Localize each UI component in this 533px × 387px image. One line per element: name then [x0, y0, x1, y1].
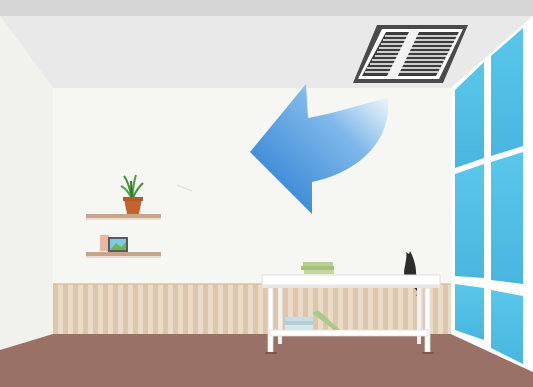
books-icon: [301, 262, 334, 274]
photo-frame-icon: [108, 237, 128, 252]
floor: [0, 334, 533, 387]
shelf-lower: [86, 252, 161, 256]
shelf-lower-shadow: [86, 256, 161, 258]
window-pane-middle-right: [491, 152, 523, 284]
window-pane-middle-left: [455, 164, 484, 278]
shelf-upper-shadow: [86, 218, 161, 220]
shelf-upper: [86, 214, 161, 218]
small-box: [100, 235, 109, 251]
wainscot: [53, 284, 451, 334]
top-band: [0, 0, 533, 16]
